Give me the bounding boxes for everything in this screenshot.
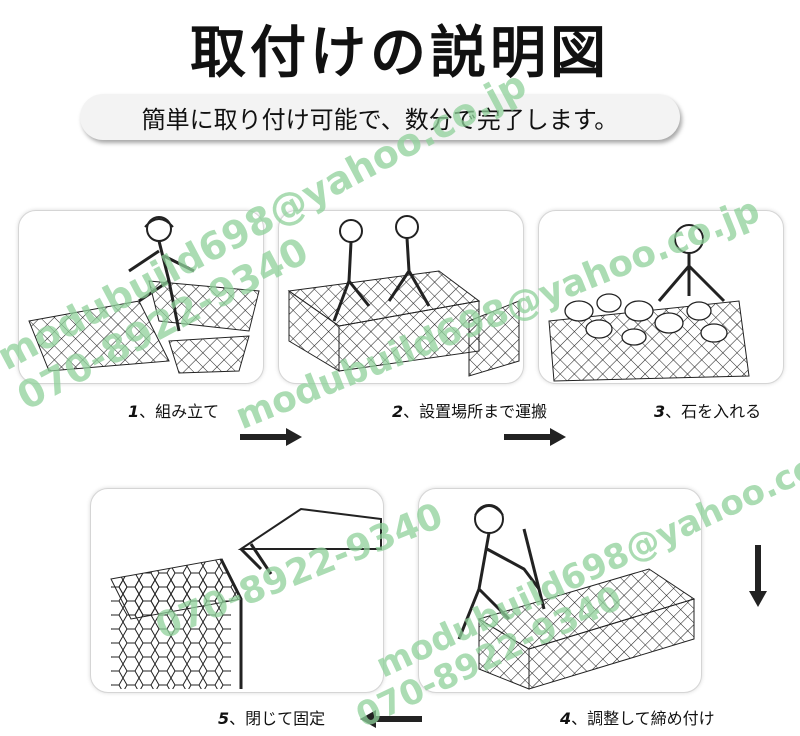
step-1-label: 1、組み立て [128, 398, 219, 422]
arrow-down-icon [749, 545, 767, 607]
step-5-label: 5、閉じて固定 [218, 705, 325, 729]
step-1-illustration [18, 210, 264, 384]
step-5-number: 5 [218, 709, 230, 728]
arrow-right-icon [240, 428, 302, 446]
tightening-drawing [457, 504, 696, 690]
step-1-text: 、組み立て [139, 402, 220, 421]
step-4-label: 4、調整して締め付け [560, 705, 715, 729]
step-2-text: 、設置場所まで運搬 [403, 402, 548, 421]
step-3-number: 3 [654, 402, 666, 421]
step-5-illustration [90, 488, 384, 693]
subtitle-banner: 簡単に取り付け可能で、数分で完了します。 [80, 94, 680, 140]
step-2-illustration [278, 210, 524, 384]
step-1-number: 1 [128, 402, 140, 421]
closing-drawing [110, 507, 382, 689]
subtitle-text: 簡単に取り付け可能で、数分で完了します。 [141, 105, 619, 134]
carry-drawing [287, 215, 520, 377]
page-title: 取付けの説明図 [190, 21, 610, 86]
stone-filling-drawing [548, 224, 750, 382]
step-3-illustration [538, 210, 784, 384]
step-2-number: 2 [392, 402, 404, 421]
step-5-text: 、閉じて固定 [229, 709, 326, 728]
step-3-text: 、石を入れる [665, 402, 762, 421]
step-4-illustration [418, 488, 702, 693]
assembly-drawing [28, 216, 260, 374]
step-4-number: 4 [560, 709, 572, 728]
step-4-text: 、調整して締め付け [571, 709, 715, 728]
step-3-label: 3、石を入れる [654, 398, 761, 422]
arrow-right-icon [504, 428, 566, 446]
arrow-left-icon [360, 710, 422, 728]
step-2-label: 2、設置場所まで運搬 [392, 398, 547, 422]
